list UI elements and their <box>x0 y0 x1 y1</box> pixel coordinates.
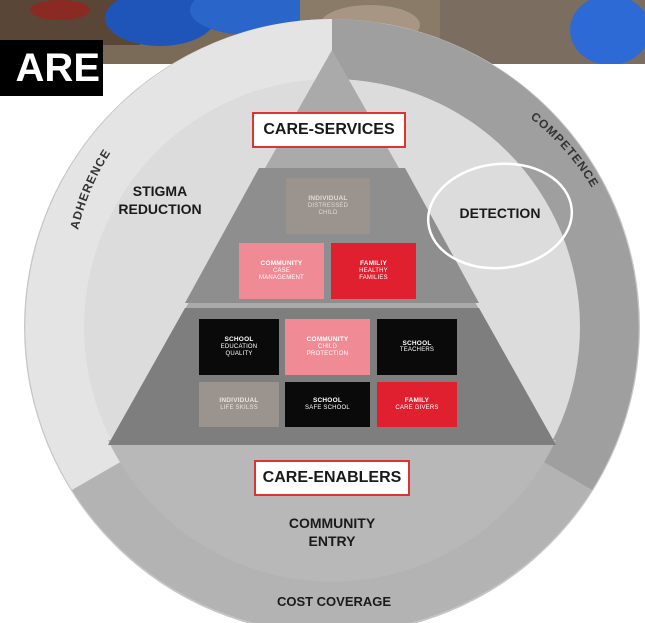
tile-subtitle: HEALTHY <box>359 267 388 274</box>
tile-subtitle-2: FAMILIES <box>359 274 388 281</box>
tile-title: COMMUNITY <box>260 260 303 268</box>
tile-subtitle: DISTRESSED <box>307 202 349 209</box>
ring-segment-adherence <box>25 19 332 490</box>
tile-subtitle: LIFE SKILSS <box>220 404 258 411</box>
tile-subtitle: SAFE SCHOOL <box>305 404 350 411</box>
tile-subtitle-2: PROTECTION <box>306 350 349 357</box>
tile-title: SCHOOL <box>402 339 432 347</box>
care-services-box: CARE-SERVICES <box>252 112 406 148</box>
tile-subtitle: CASE <box>272 267 291 274</box>
tile-subtitle: CARE GIVERS <box>395 404 439 411</box>
stigma-reduction-label: STIGMA REDUCTION <box>115 183 205 218</box>
cost-coverage-label: COST COVERAGE <box>276 594 392 609</box>
community-entry-zone <box>108 440 556 582</box>
tile-title: SCHOOL <box>224 336 254 344</box>
stigma-line: STIGMA <box>132 183 188 199</box>
tile-subtitle-2: CHILD <box>318 209 338 216</box>
tile-title: SCHOOL <box>312 397 342 405</box>
tile-title: INDIVIDUAL <box>219 397 259 405</box>
community-line: COMMUNITY <box>288 515 376 531</box>
tile-title: COMMUNITY <box>306 336 349 344</box>
reduction-line: REDUCTION <box>118 200 202 217</box>
tile-subtitle: TEACHERS <box>399 347 435 354</box>
tile-title: FAMILIY <box>359 260 388 268</box>
tile-title: INDIVIDUAL <box>308 195 348 203</box>
highlight-circle <box>426 162 574 270</box>
tile-subtitle-2: QUALITY <box>225 350 253 357</box>
banner-title: ARE <box>0 40 103 96</box>
detection-label: DETECTION <box>459 205 541 221</box>
tile-title: FAMILY <box>404 397 430 405</box>
care-enablers-box: CARE-ENABLERS <box>254 460 410 496</box>
ring-segment-cost <box>72 460 592 623</box>
tile-subtitle: EDUCATION <box>220 343 258 350</box>
community-entry-label: COMMUNITY ENTRY <box>262 515 402 550</box>
tile-subtitle-2: MANAGEMENT <box>258 274 304 281</box>
ring-segment-competence <box>332 19 639 490</box>
tile-subtitle: CHILD <box>317 343 337 350</box>
entry-line: ENTRY <box>308 532 356 549</box>
